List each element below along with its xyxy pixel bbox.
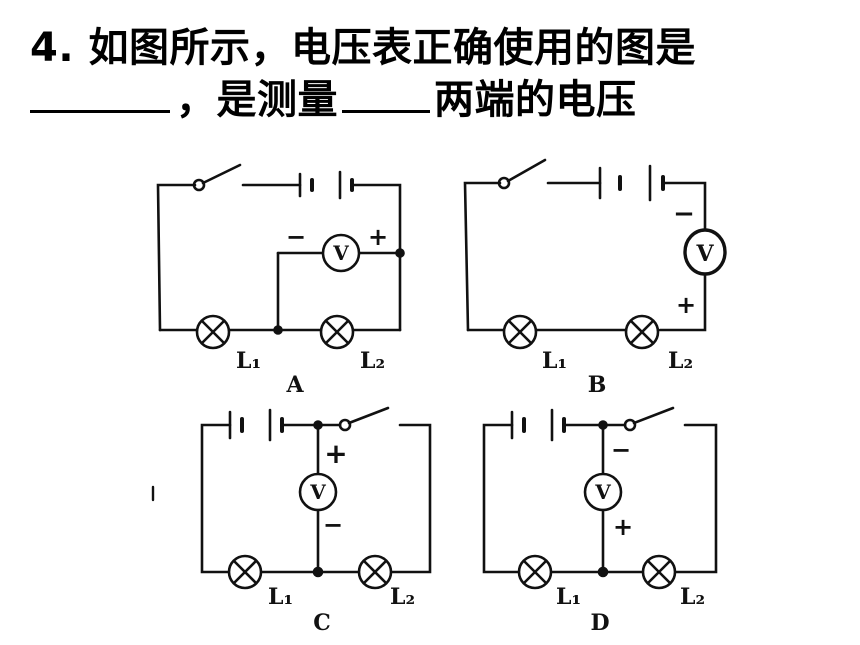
figure-label-d: D	[590, 610, 609, 636]
switch-pivot	[338, 418, 352, 432]
lamp-l2-label: L₂	[360, 348, 385, 374]
minus-sign: −	[611, 436, 631, 464]
lamp-l2-label: L₂	[390, 584, 415, 610]
answer-blank-2[interactable]	[342, 76, 430, 113]
minus-sign: −	[286, 223, 306, 251]
wire	[156, 183, 197, 332]
lamp-l2	[624, 314, 660, 350]
wire	[350, 183, 402, 332]
voltmeter-label: V	[594, 480, 611, 504]
answer-blank-1[interactable]	[30, 76, 170, 113]
question-text: 4. 如图所示，电压表正确使用的图是 ，是测量 两端的电压	[30, 22, 850, 126]
switch-pivot	[497, 176, 511, 190]
question-line-1: 4. 如图所示，电压表正确使用的图是	[30, 25, 696, 71]
circuit-a	[156, 163, 405, 350]
voltmeter	[321, 233, 361, 273]
wire	[463, 181, 502, 332]
plus-sign: +	[324, 437, 347, 470]
plus-sign: +	[676, 291, 696, 319]
lamp-l2-label: L₂	[668, 348, 693, 374]
plus-sign: +	[613, 513, 633, 541]
wire	[390, 423, 432, 574]
lamp-l2	[641, 554, 677, 590]
lamp-l1	[227, 554, 263, 590]
lamp-l2-label: L₂	[680, 584, 705, 610]
circuit-c	[200, 406, 432, 590]
voltmeter-label: V	[309, 480, 326, 504]
figure-label-c: C	[313, 610, 331, 636]
lamp-l2	[357, 554, 393, 590]
question-line-2-mid: ，是测量	[176, 77, 338, 123]
lamp-l1	[517, 554, 553, 590]
lamp-l1-label: L₁	[556, 584, 581, 610]
minus-sign: −	[673, 199, 695, 229]
lamp-l1-label: L₁	[236, 348, 261, 374]
question-line-2: ，是测量 两端的电压	[30, 74, 850, 126]
minus-sign: −	[323, 511, 343, 539]
lamp-l1	[195, 314, 231, 350]
plus-sign: +	[368, 223, 388, 251]
voltmeter-label: V	[695, 241, 714, 267]
lamp-l1-label: L₁	[542, 348, 567, 374]
circuit-d	[482, 406, 718, 590]
wire	[200, 423, 232, 574]
circuit-b	[463, 158, 727, 350]
switch-pivot	[192, 178, 206, 192]
figure-label-b: B	[588, 372, 607, 398]
junction-dot	[395, 248, 405, 258]
voltmeter-label: V	[332, 241, 349, 265]
wire	[482, 423, 520, 574]
wire	[674, 423, 718, 574]
switch-lever	[201, 163, 242, 185]
figure-label-a: A	[285, 372, 304, 398]
question-line-2-end: 两端的电压	[434, 77, 637, 123]
switch-lever	[506, 158, 547, 183]
lamp-l2	[319, 314, 355, 350]
switch-lever	[632, 406, 675, 425]
switch-lever	[347, 406, 390, 425]
wire	[658, 272, 707, 332]
lamp-l1	[502, 314, 538, 350]
switch-pivot	[623, 418, 637, 432]
wire	[661, 181, 707, 232]
lamp-l1-label: L₁	[268, 584, 293, 610]
